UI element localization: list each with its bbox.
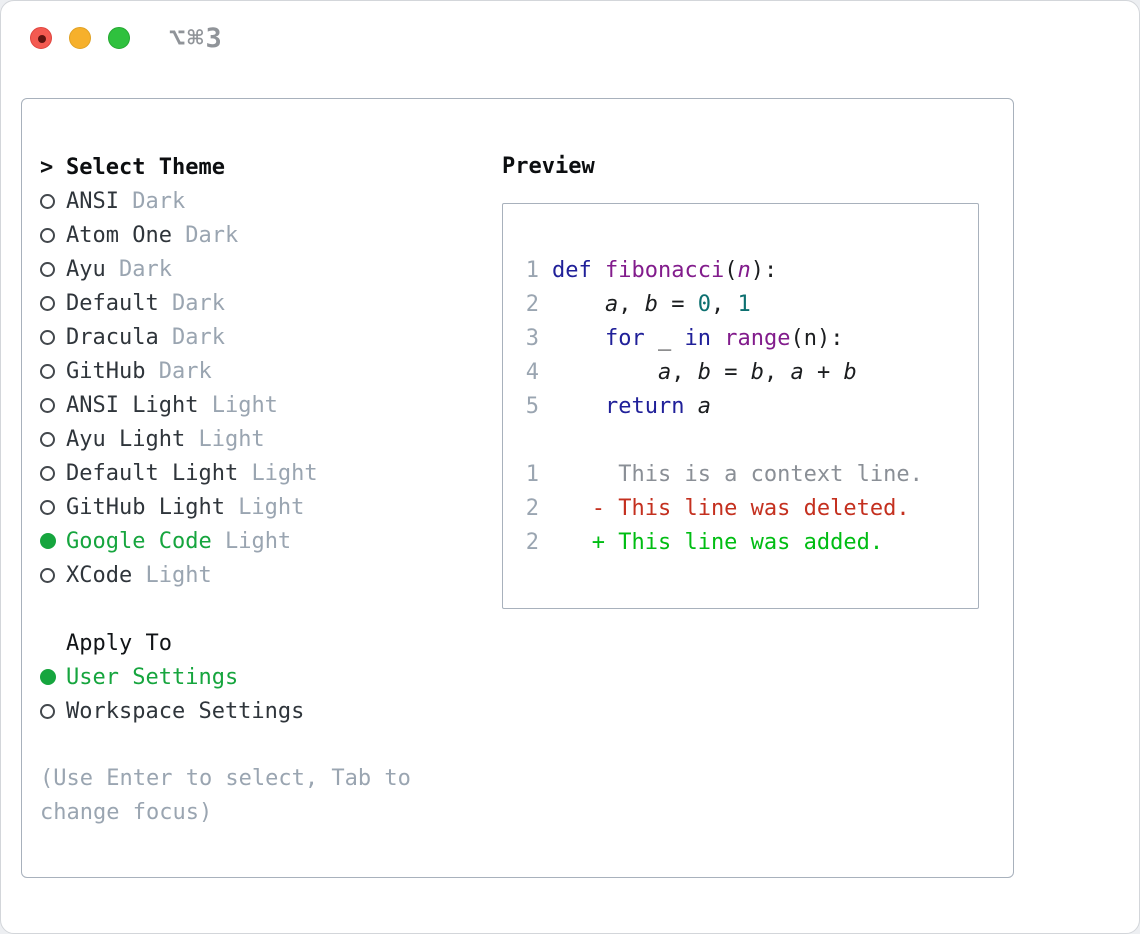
theme-name: GitHub Light [66, 494, 239, 520]
apply-to-header: Apply To [40, 626, 480, 660]
theme-option-github-light[interactable]: GitHub Light Light [40, 490, 480, 524]
radio-icon [40, 567, 55, 583]
radio-icon [40, 533, 56, 549]
line-number: 3 [525, 326, 539, 351]
close-button[interactable] [30, 27, 52, 49]
theme-option-ayu-light[interactable]: Ayu Light Light [40, 422, 480, 456]
line-number: 1 [525, 258, 539, 283]
theme-option-dracula[interactable]: Dracula Dark [40, 320, 480, 354]
theme-variant-tag: Dark [185, 222, 239, 248]
diff-line-deleted: 2 - This line was deleted. [525, 492, 968, 526]
theme-variant-tag: Dark [132, 188, 186, 214]
theme-name: Atom One [66, 222, 186, 248]
line-number: 2 [525, 496, 539, 521]
diff-line-context: 1 This is a context line. [525, 458, 968, 492]
theme-name: Ayu Light [66, 426, 199, 452]
theme-name: ANSI Light [66, 392, 212, 418]
theme-option-default[interactable]: Default Dark [40, 286, 480, 320]
apply-option-label: User Settings [66, 664, 239, 690]
theme-variant-tag: Light [145, 562, 212, 588]
radio-icon [40, 261, 55, 277]
radio-icon [40, 227, 55, 243]
window-title: ⌥⌘3 [169, 23, 224, 54]
titlebar: ⌥⌘3 [1, 1, 1139, 75]
radio-icon [40, 193, 55, 209]
line-number: 2 [525, 292, 539, 317]
radio-icon [40, 703, 55, 719]
code-line: 4 a, b = b, a + b [525, 356, 968, 390]
theme-variant-tag: Dark [158, 358, 212, 384]
theme-name: Dracula [66, 324, 172, 350]
theme-option-github[interactable]: GitHub Dark [40, 354, 480, 388]
line-number: 2 [525, 530, 539, 555]
theme-variant-tag: Light [251, 460, 318, 486]
help-text: (Use Enter to select, Tab to change focu… [40, 766, 411, 825]
close-dot-icon [38, 35, 46, 43]
theme-name: Ayu [66, 256, 119, 282]
theme-name: XCode [66, 562, 146, 588]
diff-line-added: 2 + This line was added. [525, 526, 968, 560]
theme-variant-tag: Light [211, 392, 278, 418]
apply-option-workspace-settings[interactable]: Workspace Settings [40, 694, 480, 728]
line-number: 4 [525, 360, 539, 385]
apply-option-label: Workspace Settings [66, 698, 305, 724]
apply-option-user-settings[interactable]: User Settings [40, 660, 480, 694]
theme-name: Default Light [66, 460, 252, 486]
radio-icon [40, 431, 55, 447]
theme-option-ayu[interactable]: Ayu Dark [40, 252, 480, 286]
focus-arrow-icon: > [40, 154, 54, 180]
theme-option-atom-one[interactable]: Atom One Dark [40, 218, 480, 252]
apply-to-title: Apply To [66, 630, 172, 656]
zoom-button[interactable] [108, 27, 130, 49]
theme-option-default-light[interactable]: Default Light Light [40, 456, 480, 490]
diff-preview: 1 This is a context line.2 - This line w… [525, 458, 968, 560]
theme-option-ansi[interactable]: ANSI Dark [40, 184, 480, 218]
radio-icon [40, 329, 55, 345]
theme-variant-tag: Light [198, 426, 265, 452]
code-line: 2 a, b = 0, 1 [525, 288, 968, 322]
code-line: 5 return a [525, 390, 968, 424]
radio-icon [40, 397, 55, 413]
line-number: 1 [525, 462, 539, 487]
theme-variant-tag: Light [238, 494, 305, 520]
theme-name: Default [66, 290, 172, 316]
line-number: 5 [525, 394, 539, 419]
theme-name: ANSI [66, 188, 133, 214]
theme-name: Google Code [66, 528, 225, 554]
preview-title: Preview [502, 154, 595, 179]
radio-icon [40, 669, 56, 685]
theme-variant-tag: Light [224, 528, 292, 554]
theme-variant-tag: Dark [171, 324, 225, 350]
theme-option-ansi-light[interactable]: ANSI Light Light [40, 388, 480, 422]
radio-icon [40, 465, 55, 481]
radio-icon [40, 295, 55, 311]
theme-name: GitHub [66, 358, 159, 384]
theme-option-google-code[interactable]: Google Code Light [40, 524, 480, 558]
select-theme-header: > Select Theme [40, 150, 480, 184]
minimize-button[interactable] [69, 27, 91, 49]
select-theme-title: Select Theme [66, 154, 225, 180]
theme-option-xcode[interactable]: XCode Light [40, 558, 480, 592]
radio-icon [40, 363, 55, 379]
theme-variant-tag: Dark [118, 256, 172, 282]
radio-icon [40, 499, 55, 515]
theme-variant-tag: Dark [171, 290, 225, 316]
code-line: 3 for _ in range(n): [525, 322, 968, 356]
